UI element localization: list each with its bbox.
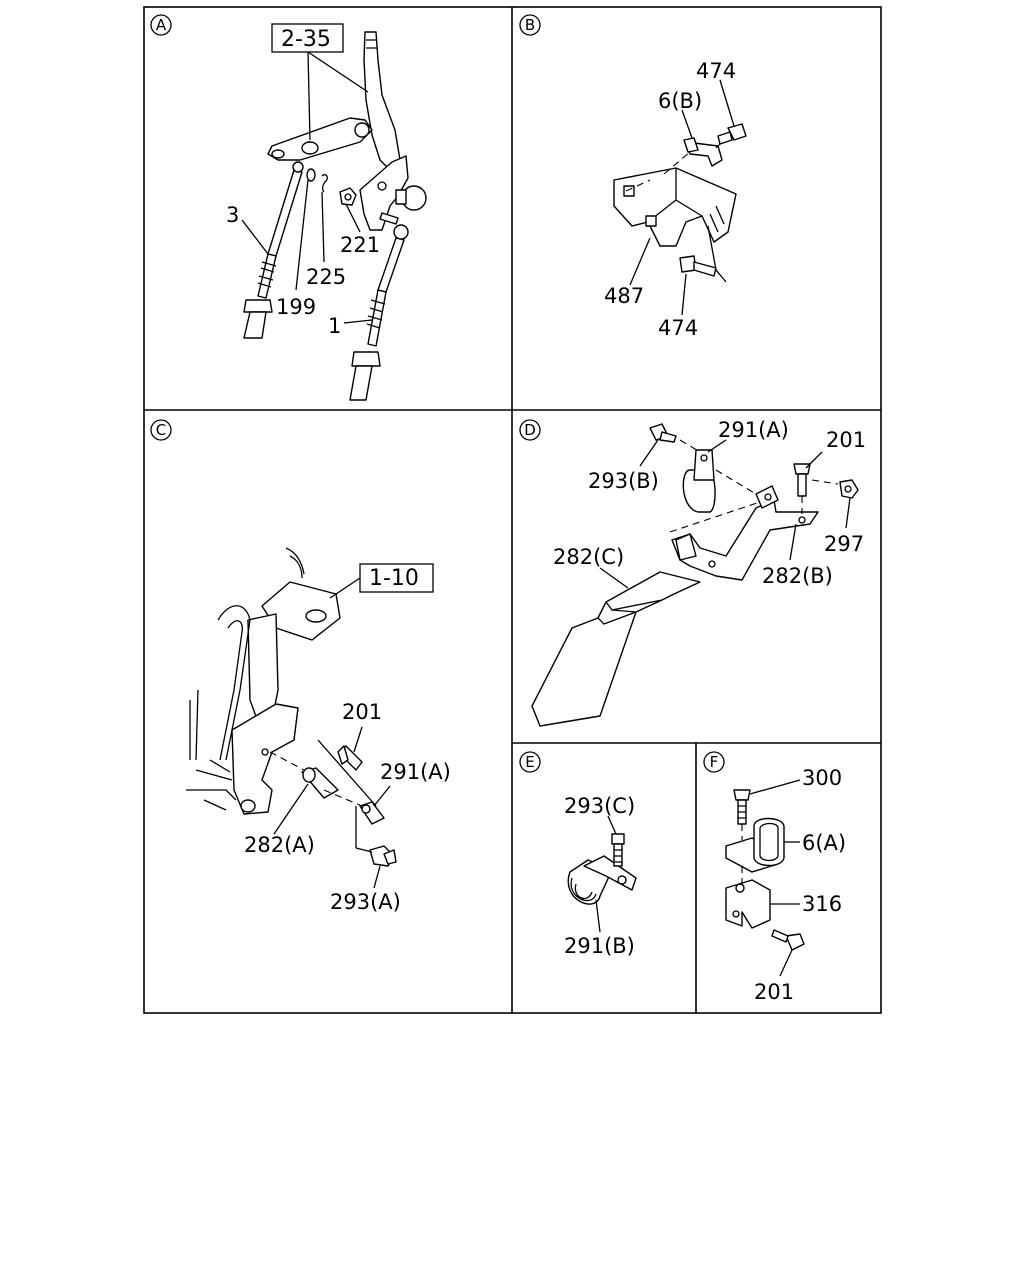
part-label-291a-d: 291(A) <box>718 418 789 442</box>
panel-b-leaders <box>629 79 735 316</box>
part-label-474-top: 474 <box>696 59 736 83</box>
part-label-201-d: 201 <box>826 428 866 452</box>
panel-e-labels: 293(C) 291(B) <box>564 794 635 958</box>
part-label-3: 3 <box>226 203 239 227</box>
panel-a-leaders <box>241 23 373 324</box>
part-label-300: 300 <box>802 766 842 790</box>
part-label-225: 225 <box>306 265 346 289</box>
part-label-282b: 282(B) <box>762 564 833 588</box>
part-label-293c: 293(C) <box>564 794 635 818</box>
part-label-282c: 282(C) <box>553 545 624 569</box>
part-label-201-c: 201 <box>342 700 382 724</box>
part-label-282a: 282(A) <box>244 833 315 857</box>
part-label-201-f: 201 <box>754 980 794 1004</box>
part-label-6a: 6(A) <box>802 831 846 855</box>
panel-letter-e: E <box>519 751 541 773</box>
panel-e-leaders <box>595 815 617 933</box>
part-label-199: 199 <box>276 295 316 319</box>
svg-text:B: B <box>525 16 535 34</box>
part-label-1: 1 <box>328 314 341 338</box>
panel-letter-f: F <box>703 751 725 773</box>
svg-text:C: C <box>156 421 166 439</box>
panel-a-labels: 2-35 3 199 225 221 1 <box>226 27 380 338</box>
svg-text:E: E <box>525 753 534 771</box>
panel-letter-b: B <box>519 14 541 36</box>
part-label-474-bottom: 474 <box>658 316 698 340</box>
part-label-6b: 6(B) <box>658 89 702 113</box>
part-label-291b: 291(B) <box>564 934 635 958</box>
panel-a-drawing <box>243 31 427 401</box>
panel-c-leaders <box>273 563 434 889</box>
panel-e-drawing <box>567 833 637 905</box>
ref-box-2-35 <box>271 23 344 53</box>
panel-letter-d: D <box>519 419 541 441</box>
panel-d-drawing <box>531 423 859 727</box>
panel-d-leaders <box>599 439 851 589</box>
panel-f-labels: 300 6(A) 316 201 <box>754 766 846 1004</box>
panel-d-labels: 291(A) 201 293(B) 297 282(C) 282(B) <box>553 418 866 588</box>
ref-1-10-label: 1-10 <box>369 566 419 591</box>
panel-c-drawing <box>186 547 397 867</box>
panel-f-drawing <box>725 789 805 951</box>
part-label-221: 221 <box>340 233 380 257</box>
svg-text:D: D <box>524 421 536 439</box>
panel-b-labels: 474 6(B) 487 474 <box>604 59 736 340</box>
panel-grid <box>143 6 882 1014</box>
part-label-293b: 293(B) <box>588 469 659 493</box>
part-label-316: 316 <box>802 892 842 916</box>
panel-b-drawing <box>613 123 747 277</box>
part-label-297: 297 <box>824 532 864 556</box>
svg-text:A: A <box>156 16 167 34</box>
ref-2-35-label: 2-35 <box>281 27 331 52</box>
part-label-291a-c: 291(A) <box>380 760 451 784</box>
panel-c-labels: 1-10 201 291(A) 282(A) 293(A) <box>244 566 451 914</box>
svg-text:F: F <box>710 753 719 771</box>
panel-letter-a: A <box>150 14 172 36</box>
panel-f-leaders <box>749 779 801 977</box>
panel-letter-c: C <box>150 419 172 441</box>
part-label-293a: 293(A) <box>330 890 401 914</box>
part-label-487: 487 <box>604 284 644 308</box>
